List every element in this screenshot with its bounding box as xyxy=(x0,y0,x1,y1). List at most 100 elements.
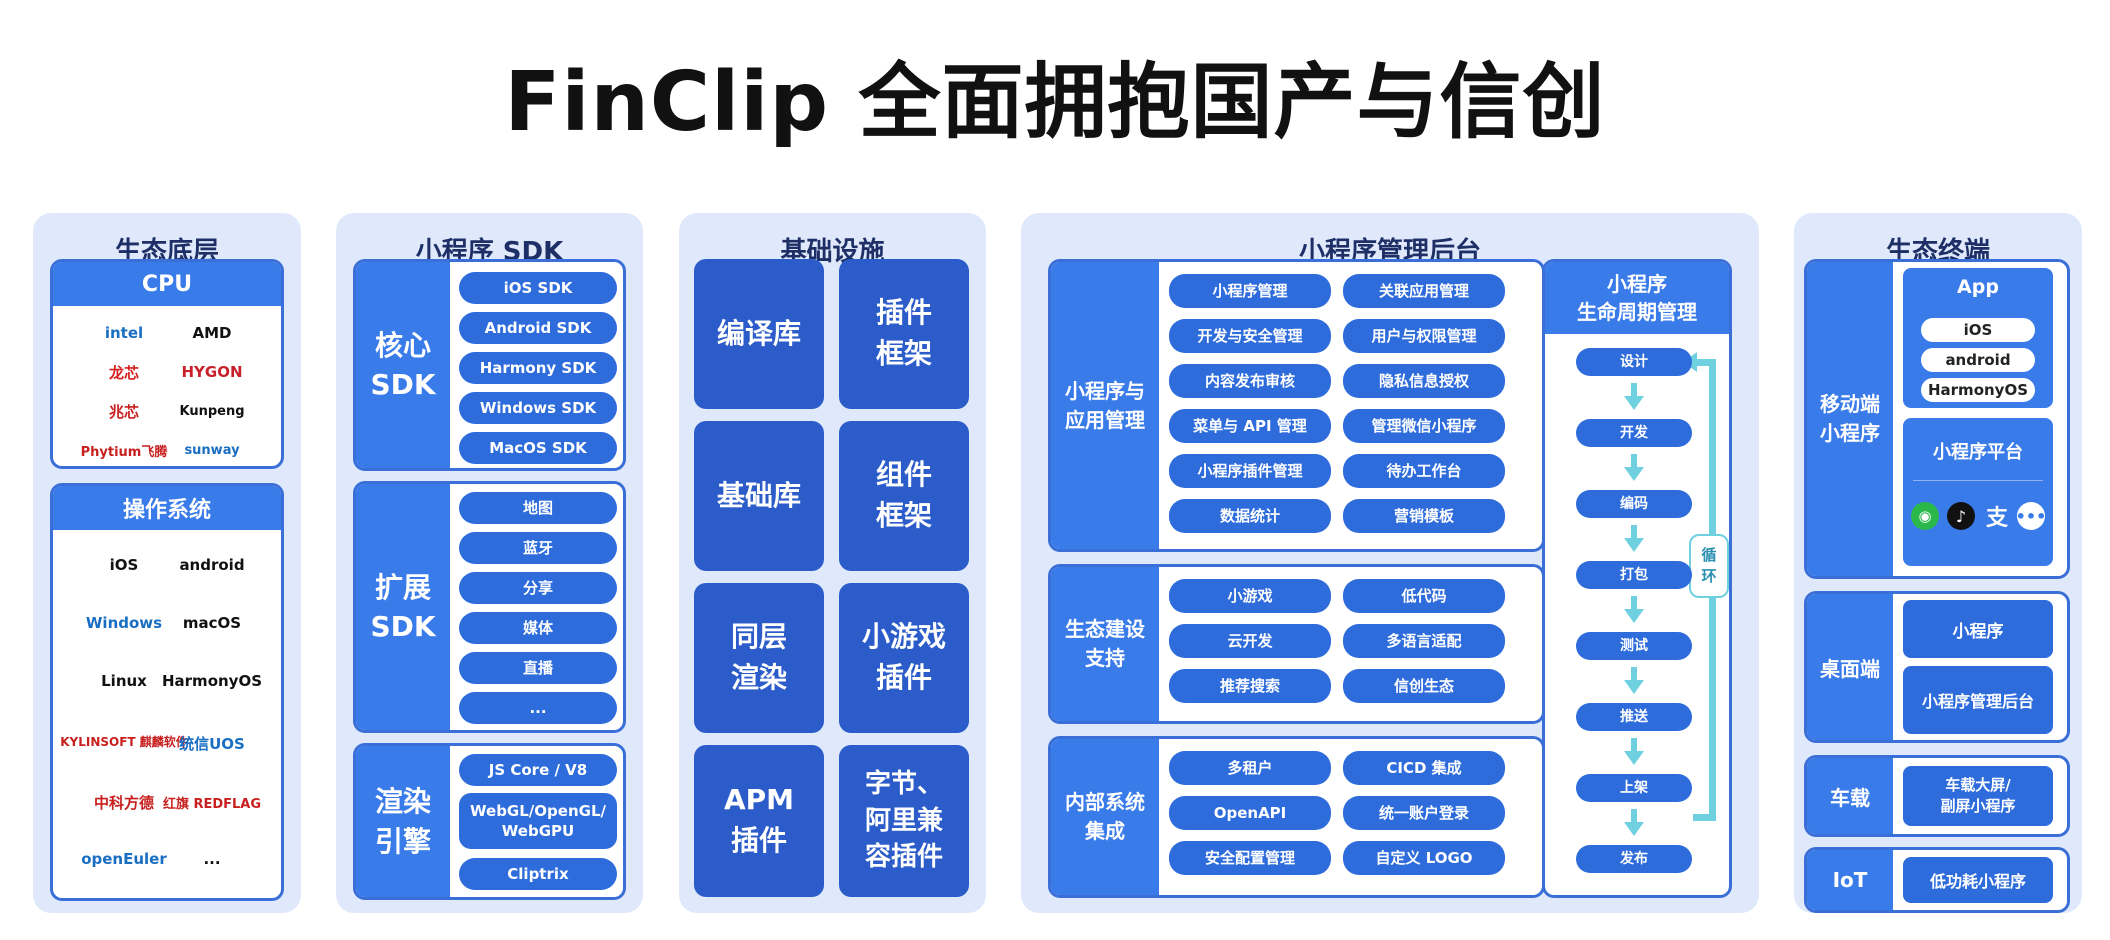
lifecycle-step: 测试 xyxy=(1576,632,1692,660)
wechat-icon: ◉ xyxy=(1911,502,1939,530)
infra-tile: 编译库 xyxy=(694,259,824,409)
page-title: FinClip 全面拥抱国产与信创 xyxy=(504,55,1606,150)
sdk-item: MacOS SDK xyxy=(459,432,617,464)
more-logos: ... xyxy=(203,850,221,868)
sdk-render-box: 渲染 引擎 JS Core / V8 WebGL/OpenGL/ WebGPU … xyxy=(353,743,626,900)
arrow-stem xyxy=(1631,596,1637,610)
lifecycle-step: 打包 xyxy=(1576,561,1692,589)
sdk-ext-box: 扩展 SDK 地图 蓝牙 分享 媒体 直播 ... xyxy=(353,481,626,733)
infra-tile: 字节、 阿里兼 容插件 xyxy=(839,745,969,897)
mgmt-item: 待办工作台 xyxy=(1343,454,1505,488)
sdk-item: Android SDK xyxy=(459,312,617,344)
sdk-item: iOS SDK xyxy=(459,272,617,304)
more-icon: ••• xyxy=(2016,502,2046,530)
lifecycle-box: 小程序 生命周期管理 循 环 设计 开发 编码 打包 测试 推送 上架 发布 xyxy=(1542,259,1732,898)
mobile-box: 移动端 小程序 App iOS android HarmonyOS 小程序平台 … xyxy=(1804,259,2070,579)
ios-logo: iOS xyxy=(109,556,139,574)
loop-label: 循 环 xyxy=(1689,534,1729,598)
mgmt-item: 管理微信小程序 xyxy=(1343,409,1505,443)
mgmt-item: 数据统计 xyxy=(1169,499,1331,533)
os-box: 操作系统 iOS android Windows macOS Linux Har… xyxy=(50,483,284,901)
os-header: 操作系统 xyxy=(53,486,281,530)
car-box: 车载 车载大屏/ 副屏小程序 xyxy=(1804,755,2070,837)
lifecycle-step: 编码 xyxy=(1576,490,1692,518)
iot-label: IoT xyxy=(1807,850,1893,910)
mgmt-item: 菜单与 API 管理 xyxy=(1169,409,1331,443)
mgmt-item: 多租户 xyxy=(1169,751,1331,785)
loop-bottom xyxy=(1693,814,1713,821)
lifecycle-step: 开发 xyxy=(1576,419,1692,447)
sunway-logo: sunway xyxy=(184,442,240,458)
iot-item: 低功耗小程序 xyxy=(1903,857,2053,903)
desktop-item: 小程序 xyxy=(1903,600,2053,658)
term-panel: 生态终端 移动端 小程序 App iOS android HarmonyOS 小… xyxy=(1794,213,2082,913)
mgmt-item: 用户与权限管理 xyxy=(1343,319,1505,353)
sdk-item: JS Core / V8 xyxy=(459,754,617,786)
app-title: App xyxy=(1957,276,1999,298)
infra-tile: 小游戏 插件 xyxy=(839,583,969,733)
sdk-core-box: 核心 SDK iOS SDK Android SDK Harmony SDK W… xyxy=(353,259,626,471)
sdk-ext-label: 扩展 SDK xyxy=(356,484,450,730)
loop-top xyxy=(1693,359,1713,366)
mgmt-item: 关联应用管理 xyxy=(1343,274,1505,308)
sdk-item: 地图 xyxy=(459,492,617,524)
sdk-item: 分享 xyxy=(459,572,617,604)
openeuler-logo: openEuler xyxy=(81,850,167,868)
down-arrow-icon xyxy=(1624,396,1644,410)
sdk-item: Harmony SDK xyxy=(459,352,617,384)
infra-tile: 插件 框架 xyxy=(839,259,969,409)
car-label: 车载 xyxy=(1807,758,1893,834)
tiktok-icon: ♪ xyxy=(1947,502,1975,530)
mgmt-item: 自定义 LOGO xyxy=(1343,841,1505,875)
sdk-item: 媒体 xyxy=(459,612,617,644)
mgmt-item: OpenAPI xyxy=(1169,796,1331,830)
desktop-item: 小程序管理后台 xyxy=(1903,666,2053,734)
arrow-stem xyxy=(1631,738,1637,752)
android-logo: android xyxy=(179,556,245,574)
sdk-render-label: 渲染 引擎 xyxy=(356,746,450,897)
infra-panel: 基础设施 编译库 插件 框架 基础库 组件 框架 同层 渲染 小游戏 插件 AP… xyxy=(679,213,986,913)
app-item: android xyxy=(1921,348,2035,372)
platform-title: 小程序平台 xyxy=(1933,442,2023,463)
mgmt-item: 营销模板 xyxy=(1343,499,1505,533)
mgmt-item: 开发与安全管理 xyxy=(1169,319,1331,353)
mgmt-item: 信创生态 xyxy=(1343,669,1505,703)
mgmt-eco-box: 生态建设 支持 小游戏 低代码 云开发 多语言适配 推荐搜索 信创生态 xyxy=(1048,564,1545,724)
mgmt-item: 云开发 xyxy=(1169,624,1331,658)
hygon-logo: HYGON xyxy=(181,363,243,381)
zhaoxin-logo: 兆芯 xyxy=(108,402,139,421)
sdk-item: Windows SDK xyxy=(459,392,617,424)
down-arrow-icon xyxy=(1624,467,1644,481)
mgmt-app-label: 小程序与 应用管理 xyxy=(1051,262,1159,549)
car-item: 车载大屏/ 副屏小程序 xyxy=(1903,766,2053,826)
intel-logo: intel xyxy=(104,324,144,342)
mgmt-app-box: 小程序与 应用管理 小程序管理 关联应用管理 开发与安全管理 用户与权限管理 内… xyxy=(1048,259,1545,552)
windows-logo: Windows xyxy=(85,614,163,632)
phytium-logo: Phytium飞腾 xyxy=(80,444,168,460)
lifecycle-step: 设计 xyxy=(1576,348,1692,376)
lifecycle-step: 推送 xyxy=(1576,703,1692,731)
desktop-box: 桌面端 小程序 小程序管理后台 xyxy=(1804,591,2070,743)
arrow-stem xyxy=(1631,809,1637,823)
lifecycle-step: 发布 xyxy=(1576,845,1692,873)
mgmt-item: 内容发布审核 xyxy=(1169,364,1331,398)
redflag-logo: 红旗 REDFLAG xyxy=(162,796,262,812)
down-arrow-icon xyxy=(1624,680,1644,694)
iot-box: IoT 低功耗小程序 xyxy=(1804,847,2070,913)
desktop-label: 桌面端 xyxy=(1807,594,1893,740)
harmonyos-logo: HarmonyOS xyxy=(161,672,263,690)
loongson-logo: 龙芯 xyxy=(108,363,139,382)
mgmt-panel: 小程序管理后台 小程序与 应用管理 小程序管理 关联应用管理 开发与安全管理 用… xyxy=(1021,213,1759,913)
lifecycle-header: 小程序 生命周期管理 xyxy=(1545,262,1729,334)
nfs-logo: 中科方德 xyxy=(93,793,154,812)
mobile-label: 移动端 小程序 xyxy=(1807,262,1893,576)
mgmt-eco-label: 生态建设 支持 xyxy=(1051,567,1159,721)
platform-divider xyxy=(1913,480,2043,481)
mgmt-int-label: 内部系统 集成 xyxy=(1051,739,1159,895)
mgmt-item: CICD 集成 xyxy=(1343,751,1505,785)
infra-tile: APM 插件 xyxy=(694,745,824,897)
linux-logo: Linux xyxy=(101,672,147,690)
down-arrow-icon xyxy=(1624,751,1644,765)
mgmt-item: 推荐搜索 xyxy=(1169,669,1331,703)
